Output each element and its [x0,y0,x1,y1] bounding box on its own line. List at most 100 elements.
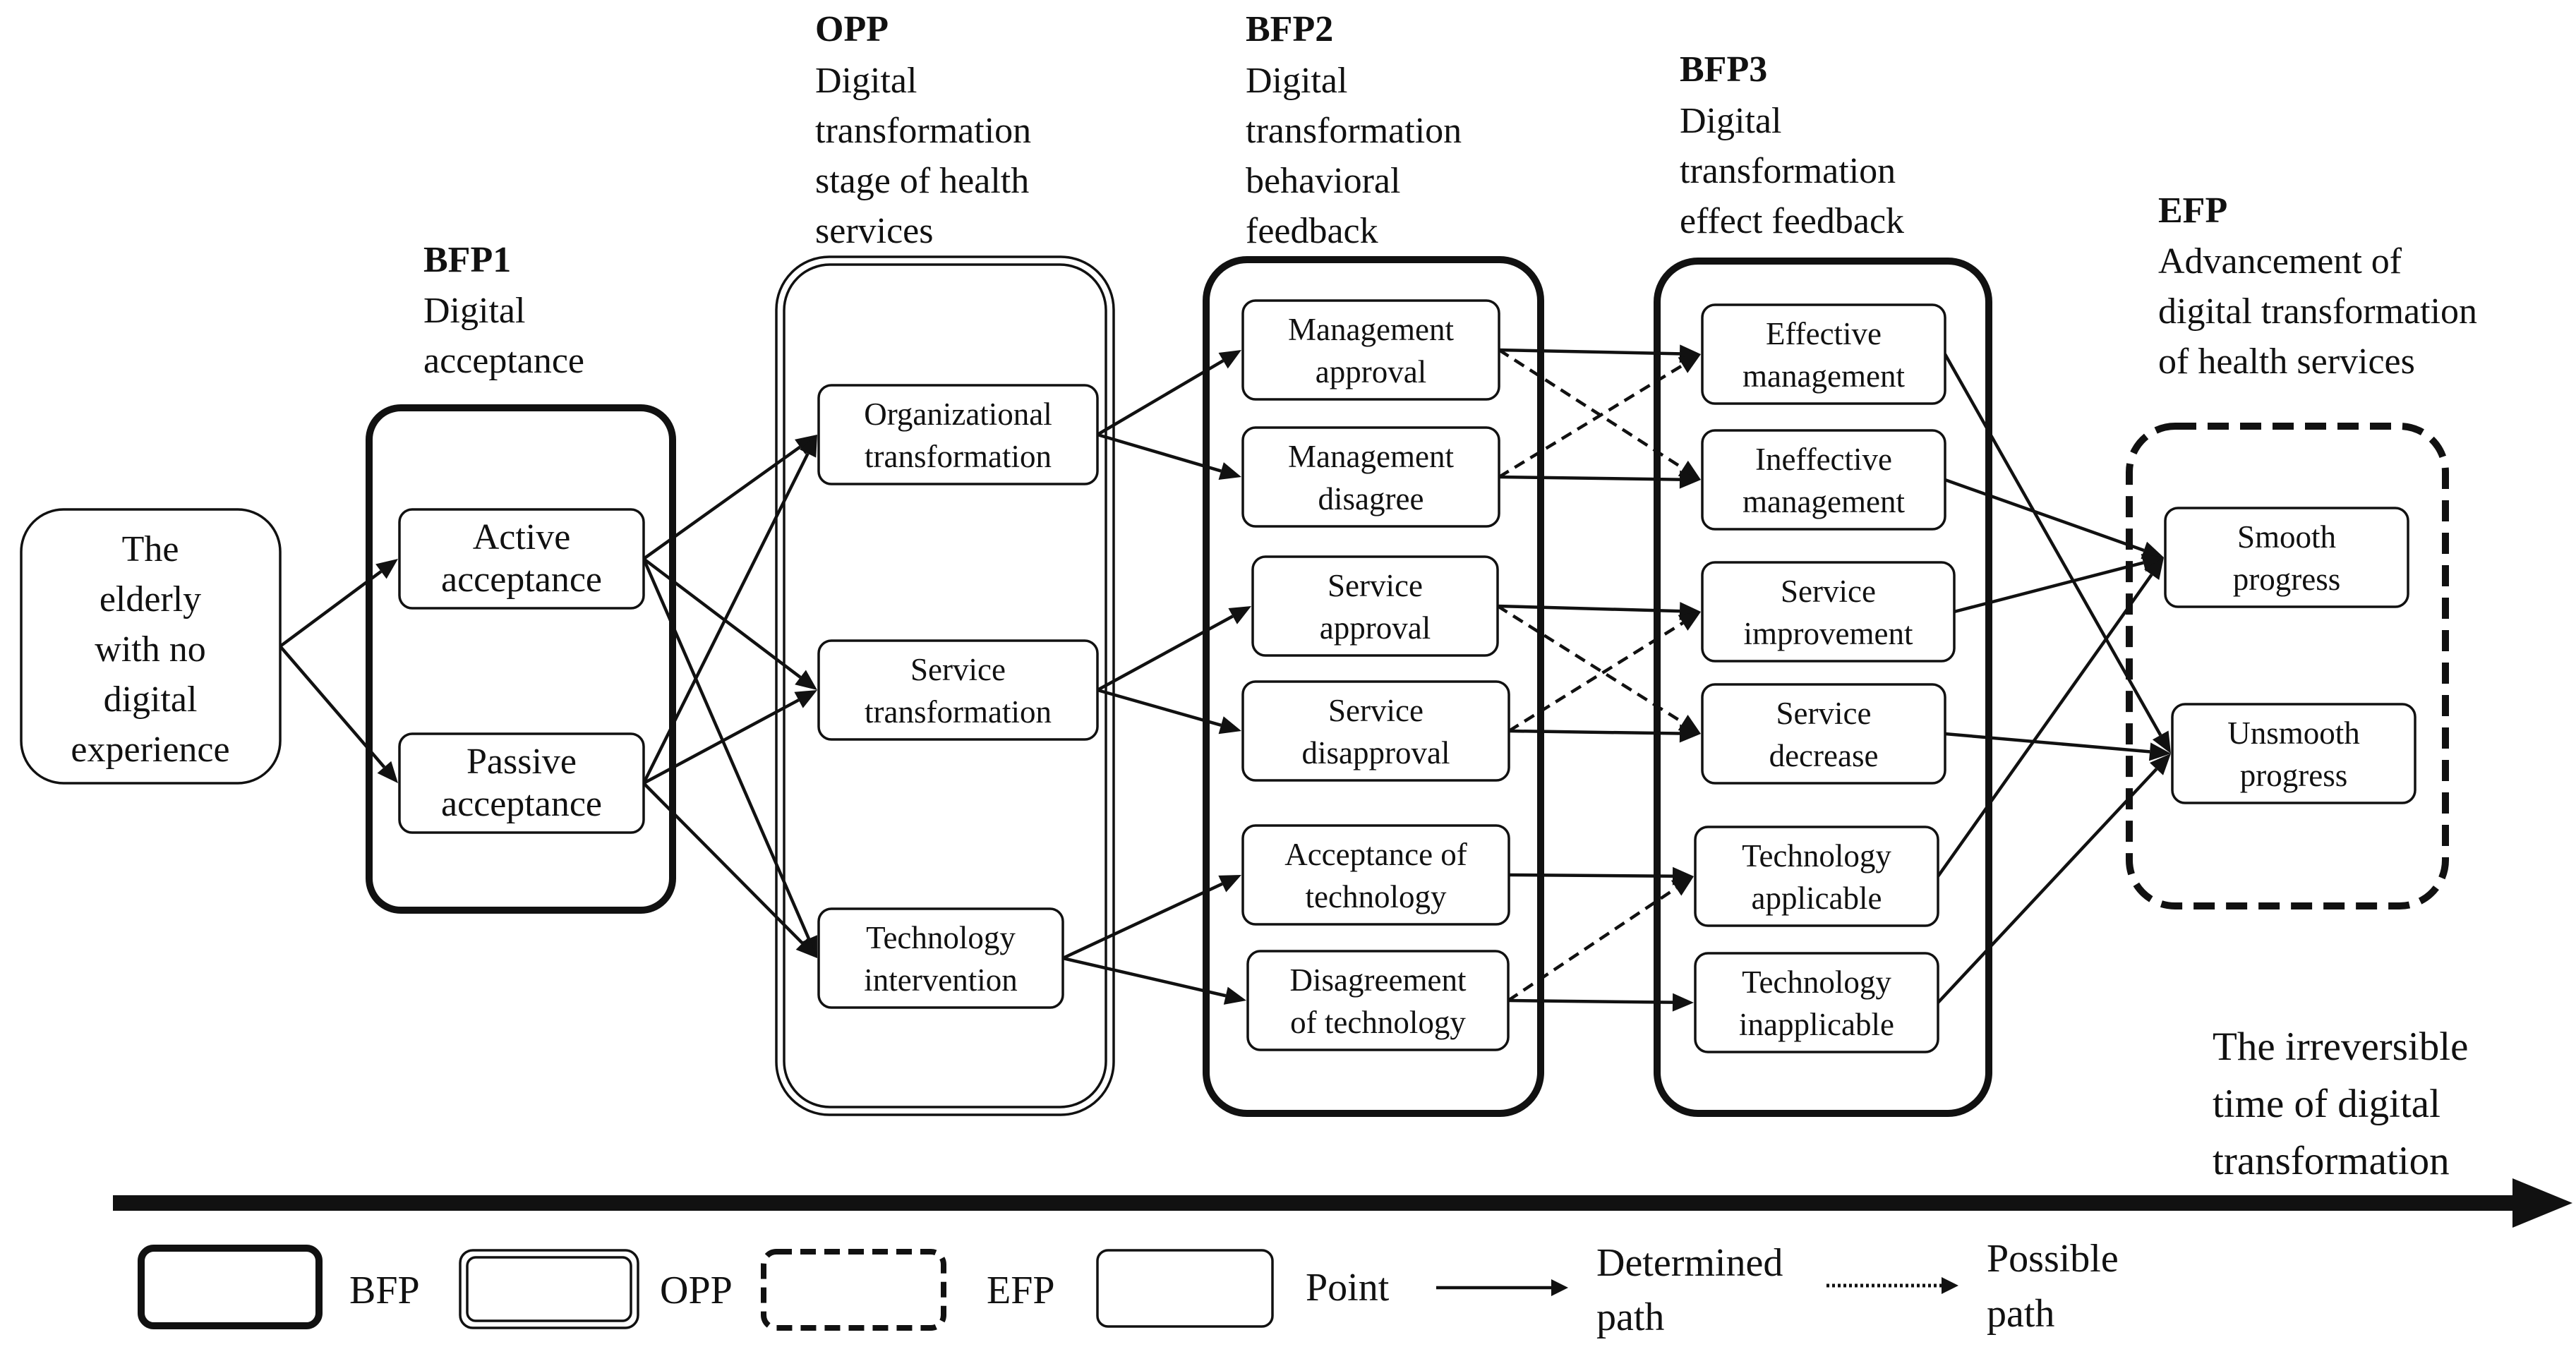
node-label: approval [1320,610,1431,646]
node-tech-int: Technology intervention [817,907,1064,1009]
node-label: transformation [865,694,1052,730]
node-label: Service [1328,568,1423,603]
node-label: inapplicable [1739,1007,1894,1042]
efp-header: EFP Advancement of digital transformatio… [2158,191,2477,382]
edge-serv-disappr-to-serv-dec [1508,724,1701,743]
legend-efp-swatch [761,1249,946,1331]
legend-determined-label-2: path [1596,1295,1664,1339]
svg-text:transformation: transformation [2213,1139,2450,1183]
svg-text:of health services: of health services [2158,341,2415,382]
node-label: improvement [1744,616,1913,651]
legend-possible-arrowhead [1942,1277,1958,1294]
svg-text:stage of health: stage of health [815,161,1029,201]
edge-serv-appr-to-serv-impr [1497,602,1701,621]
node-label: progress [2233,562,2340,597]
node-mgmt-appr: Management approval [1241,299,1500,401]
node-label: progress [2240,758,2347,793]
svg-text:feedback: feedback [1246,211,1378,251]
edge-tech-int-to-dis-tech [1062,956,1246,1005]
edge-tech-app-to-smooth [1937,557,2164,878]
legend-opp-swatch-outer [459,1249,639,1329]
svg-text:behavioral: behavioral [1246,161,1400,201]
svg-text:services: services [815,211,933,251]
legend-opp-swatch-inner [466,1256,632,1322]
node-label: Passive [467,742,577,782]
node-tech-inapp: Technology inapplicable [1694,952,1939,1053]
legend-bfp-label: BFP [349,1269,420,1312]
node-label: Acceptance of [1284,837,1467,872]
node-serv-disappr: Service disapproval [1241,680,1510,782]
edge-dis-tech-to-tech-inapp [1507,993,1694,1012]
edge-mgmt-dis-to-ineff-mgmt [1498,470,1701,489]
node-label: Service [1328,693,1424,728]
legend-determined-label: Determined [1596,1241,1783,1285]
edge-mgmt-appr-to-eff-mgmt [1498,344,1701,363]
efp-container [2126,423,2449,909]
node-label: transformation [865,439,1052,474]
bfp1-header: BFP1 Digital acceptance [423,240,584,381]
legend-point-label: Point [1306,1266,1390,1310]
node-label: disagree [1318,481,1424,516]
start-node: The elderly with no digital experience [20,508,282,785]
node-label: Service [1781,574,1876,609]
edge-serv-trans-to-serv-appr [1096,606,1251,691]
bfp1-container [366,404,676,914]
node-label: technology [1306,879,1447,914]
node-label: Effective [1766,316,1882,351]
svg-text:transformation: transformation [815,111,1031,151]
edge-eff-mgmt-to-unsmooth [1944,353,2171,754]
edge-acc-tech-to-tech-app [1508,866,1694,885]
svg-text:effect feedback: effect feedback [1680,201,1904,241]
node-label: Service [1776,696,1872,731]
nodes: ActiveacceptancePassiveacceptanceOrganiz… [398,299,2416,1053]
edge-ineff-mgmt-to-smooth [1944,478,2164,560]
node-label: intervention [864,962,1017,998]
svg-text:The: The [122,529,179,569]
edge-serv-disappr-to-serv-impr [1507,612,1701,732]
opp-container-outer [775,255,1115,1116]
edge-tech-inapp-to-unsmooth [1937,754,2171,1004]
edge-serv-trans-to-serv-disappr [1097,688,1241,735]
edge-start-to-active [279,559,398,648]
svg-text:time of digital: time of digital [2213,1082,2440,1126]
svg-text:experience: experience [71,730,229,770]
node-label: acceptance [441,560,602,600]
edge-serv-dec-to-unsmooth [1944,732,2171,761]
edge-start-to-passive [279,645,398,783]
legend-opp-label: OPP [660,1269,733,1312]
node-label: disapproval [1302,735,1450,770]
svg-text:digital: digital [104,679,198,720]
bfp2-header: BFP2 Digital transformation behavioral f… [1246,9,1462,251]
legend-possible-label: Possible [1987,1237,2119,1281]
node-label: decrease [1769,738,1879,773]
legend-efp-label: EFP [987,1269,1055,1312]
bfp3-header: BFP3 Digital transformation effect feedb… [1680,49,1904,241]
node-label: Organizational [864,397,1052,432]
node-serv-appr: Service approval [1251,555,1499,657]
edge-active-to-serv-trans [642,557,817,690]
node-label: of technology [1290,1005,1466,1040]
node-label: management [1743,484,1905,519]
svg-text:BFP3: BFP3 [1680,49,1767,90]
edge-mgmt-dis-to-eff-mgmt [1498,354,1701,478]
node-serv-impr: Service improvement [1701,561,1956,663]
node-label: Ineffective [1755,442,1892,477]
node-label: Technology [1742,965,1891,1000]
svg-text:elderly: elderly [100,579,201,619]
node-label: approval [1316,354,1426,389]
svg-text:OPP: OPP [815,9,889,49]
opp-header: OPP Digital transformation stage of heal… [815,9,1031,251]
edge-passive-to-tech-int [642,782,817,958]
node-label: Technology [866,920,1016,955]
svg-text:with no: with no [95,629,205,670]
svg-text:acceptance: acceptance [423,341,584,381]
node-label: Management [1288,312,1454,347]
svg-text:The irreversible: The irreversible [2213,1024,2468,1069]
svg-text:Digital: Digital [1246,61,1347,101]
